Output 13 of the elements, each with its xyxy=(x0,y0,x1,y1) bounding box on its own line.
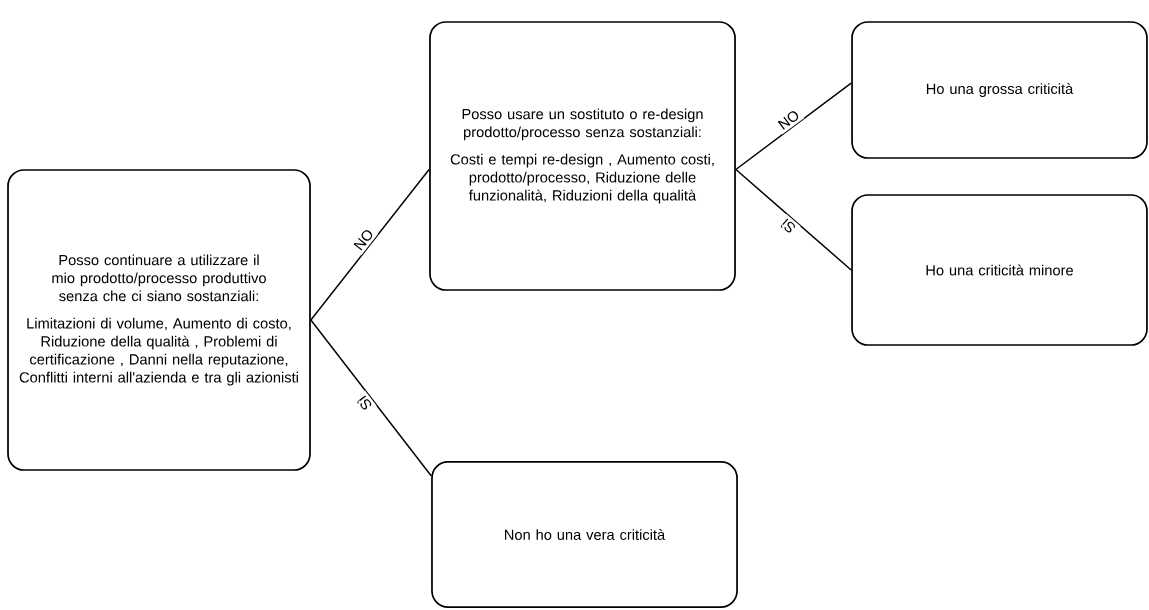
connector-line xyxy=(310,319,432,477)
connector-line xyxy=(735,82,852,171)
edge-label: NO xyxy=(773,105,805,135)
decision-box: Posso continuare a utilizzare il mio prodotto/processo produttivo senza che ci siano sostanziali: Limitazioni di volume, Aumento di costo, Riduzione della qualità , Problemi di certificazione , Danni nella reputazione, Conflitti interni all'azienda e tra gli azionisti xyxy=(7,169,311,471)
edge-label: Sì xyxy=(775,213,801,239)
decision-box: Ho una criticità minore xyxy=(851,194,1148,346)
decision-box: Ho una grossa criticità xyxy=(851,21,1148,159)
edge-label: Sì xyxy=(352,390,377,416)
decision-box: Posso usare un sostituto o re-design prodotto/processo senza sostanziali: Costi e tempi re-design , Aumento costi, prodotto/processo, Riduzione delle funzionalità, Riduzioni della qualità xyxy=(429,21,736,291)
edge-label: NO xyxy=(349,224,379,256)
connector-line xyxy=(735,168,852,271)
decision-box: Non ho una vera criticità xyxy=(431,461,738,608)
connector-line xyxy=(310,168,430,321)
